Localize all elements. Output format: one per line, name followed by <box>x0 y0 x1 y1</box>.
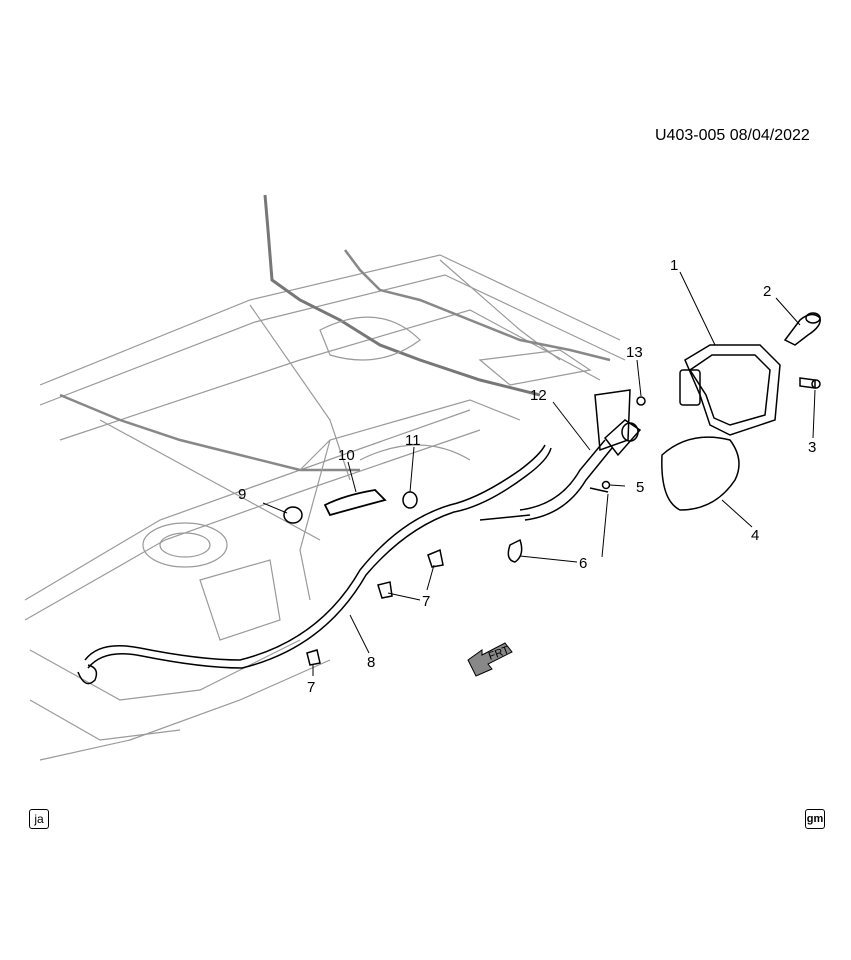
callout-10: 10 <box>338 447 355 464</box>
callout-4: 4 <box>751 527 759 544</box>
callout-5: 5 <box>636 479 644 496</box>
callout-labels: 1 2 3 4 5 6 7 8 9 10 11 12 13 7 <box>238 257 816 696</box>
callout-12: 12 <box>530 387 547 404</box>
gm-logo: gm <box>805 809 825 829</box>
front-direction-arrow: FRT <box>467 642 513 677</box>
vehicle-frame <box>24 194 626 761</box>
callout-3: 3 <box>808 439 816 456</box>
callout-6: 6 <box>579 555 587 572</box>
callout-2: 2 <box>763 283 771 300</box>
callout-7b: 7 <box>307 679 315 696</box>
frt-label: FRT <box>487 644 511 663</box>
ja-badge: ja <box>29 809 49 829</box>
callout-9: 9 <box>238 486 246 503</box>
leader-lines <box>262 271 816 676</box>
callout-8: 8 <box>367 654 375 671</box>
callout-13: 13 <box>626 344 643 361</box>
callout-1: 1 <box>670 257 678 274</box>
callout-11: 11 <box>405 432 421 449</box>
callout-7a: 7 <box>422 593 430 610</box>
drawing-code: U403-005 08/04/2022 <box>655 127 810 144</box>
